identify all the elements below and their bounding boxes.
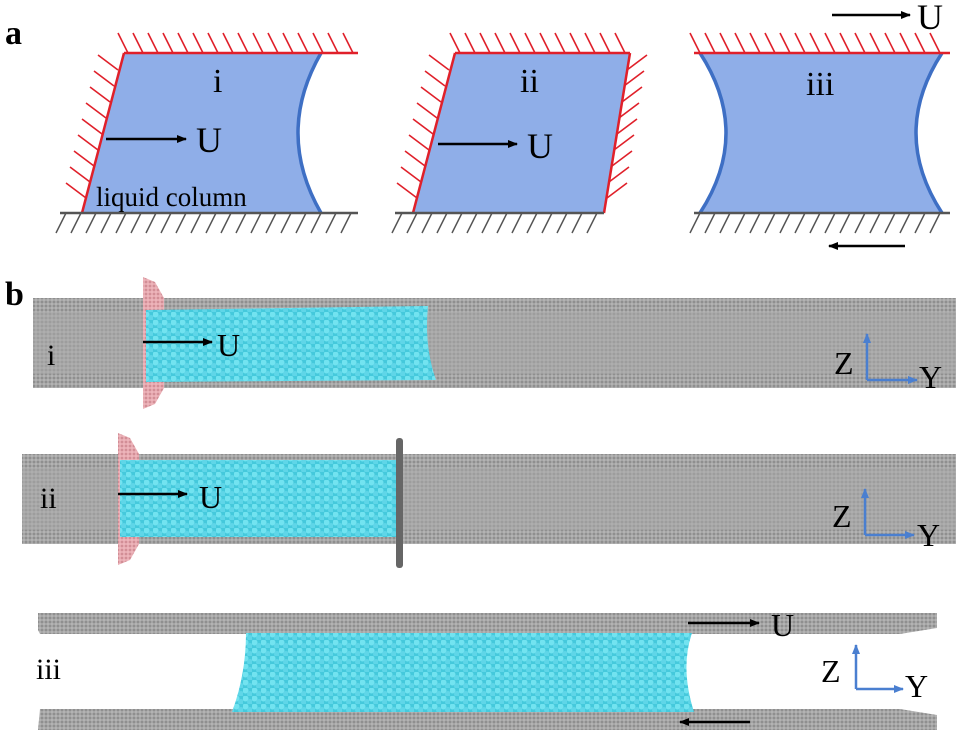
panel-b-i: i U Z Y [33, 277, 956, 409]
panel-b-ii: ii U Z Y [22, 433, 956, 568]
panel-b-letter: b [5, 276, 24, 313]
gray-hatch [689, 212, 941, 234]
velocity-label: U [196, 120, 222, 160]
red-hatch [65, 32, 354, 199]
fixed-plate [396, 438, 403, 568]
liquid-column-shape [82, 53, 321, 213]
axis-y-label: Y [905, 668, 928, 704]
gray-hatch [55, 212, 352, 234]
water-column [120, 460, 400, 537]
velocity-label: U [771, 607, 794, 643]
sub-label-i: i [213, 63, 222, 100]
velocity-label: U [527, 126, 553, 166]
red-hatch [689, 32, 941, 54]
meniscus-curve [296, 52, 323, 214]
panel-a-iii: iii U [689, 0, 950, 250]
water-column [146, 306, 436, 382]
gray-hatch [391, 212, 598, 234]
velocity-label: U [199, 479, 222, 515]
liquid-column-caption: liquid column [96, 182, 247, 212]
top-plate [38, 613, 937, 634]
sub-label-ii: ii [40, 482, 57, 515]
water-column [232, 633, 694, 712]
sub-label-i: i [47, 339, 55, 372]
velocity-label: U [217, 327, 240, 363]
axis-z-label: Z [821, 653, 841, 689]
moving-plate [411, 52, 457, 214]
axis-y-label: Y [919, 359, 942, 395]
panel-a-i: i U liquid column [55, 32, 358, 234]
sub-label-iii: iii [36, 653, 61, 686]
bottom-plate [38, 709, 937, 730]
axis-z-label: Z [832, 498, 852, 534]
meniscus-curve-right [914, 52, 944, 214]
sub-label-iii: iii [806, 66, 834, 103]
velocity-label: U [917, 0, 943, 37]
red-hatch [396, 32, 648, 199]
right-wall [602, 52, 632, 214]
sub-label-ii: ii [520, 63, 539, 100]
meniscus-curve-left [698, 52, 728, 214]
moving-plate [80, 52, 126, 214]
liquid-column-shape [700, 53, 942, 213]
panel-a-letter: a [5, 15, 22, 52]
liquid-column-shape [413, 53, 630, 213]
axis-z-label: Z [834, 345, 854, 381]
axis-y-label: Y [917, 517, 940, 553]
panel-b-iii: iii U Z Y [36, 607, 937, 730]
panel-a-ii: ii U [391, 32, 648, 234]
